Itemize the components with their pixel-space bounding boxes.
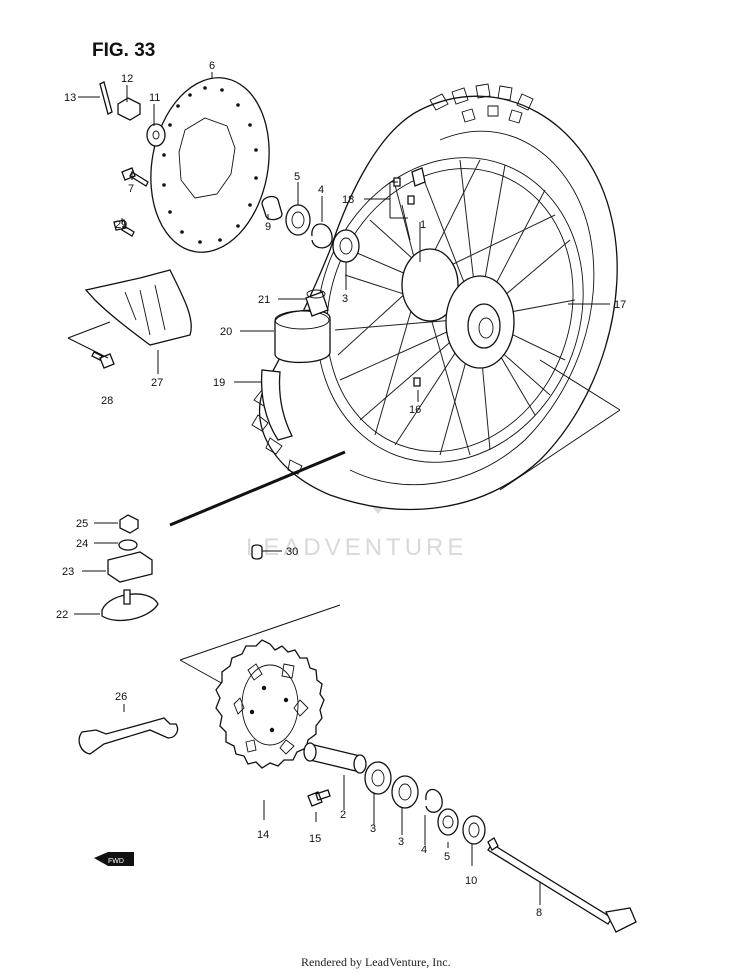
fwd-direction-badge: FWD: [94, 852, 134, 866]
rear-wheel-assembly: [251, 83, 618, 511]
bolt-7: [121, 167, 149, 187]
callout-5a: 5: [294, 171, 300, 183]
castle-nut-12: [117, 97, 141, 121]
leader-lines: [67, 72, 621, 905]
disc-holes: [162, 86, 258, 244]
callout-28: 28: [101, 395, 113, 407]
callout-18: 18: [342, 194, 354, 206]
bolt-28: [91, 351, 115, 369]
callout-12: 12: [121, 73, 133, 85]
callout-15: 15: [309, 833, 321, 845]
axle-8: [487, 837, 637, 933]
callout-16: 16: [409, 404, 421, 416]
footer-credit: Rendered by LeadVenture, Inc.: [301, 955, 451, 969]
block-23: [107, 551, 153, 583]
hub-center: [467, 303, 501, 349]
callout-7: 7: [128, 183, 134, 195]
tire-tread: [251, 83, 534, 475]
brake-disc: [150, 77, 270, 253]
axle-pointer: [169, 450, 346, 527]
callout-1: 1: [420, 219, 426, 231]
inner-tube: [274, 309, 331, 364]
callout-labels: 13 12 11 6 7 29 9 5 4 3 18 1 17 21 20 19…: [56, 60, 626, 919]
tube-valve-cap: [306, 289, 326, 299]
disc-hardware: [99, 81, 166, 237]
nut-25: [119, 514, 139, 534]
watermark-text: LEADVENTURE: [246, 534, 467, 561]
callout-6: 6: [209, 60, 215, 72]
oil-seal-5b: [437, 808, 459, 836]
callout-24: 24: [76, 538, 88, 550]
callout-27: 27: [151, 377, 163, 389]
bolt-29: [113, 219, 135, 237]
callout-25: 25: [76, 518, 88, 530]
callout-14: 14: [257, 829, 269, 841]
bearing-3-top: [332, 229, 360, 263]
washer-24: [118, 539, 138, 551]
wrench-26: [78, 717, 179, 755]
hub-bore: [478, 317, 494, 339]
figure-title: FIG. 33: [92, 40, 155, 61]
callout-20: 20: [220, 326, 232, 338]
tube-and-rimband: [260, 289, 331, 441]
callout-4b: 4: [421, 844, 427, 856]
callout-21: 21: [258, 294, 270, 306]
callout-3a: 3: [342, 293, 348, 305]
bearing-3a: [364, 761, 392, 795]
sprocket-bolt-15: [307, 789, 331, 807]
stud-22: [123, 589, 131, 605]
spoke-nipples: [393, 177, 421, 387]
tube-valve: [305, 291, 329, 317]
spacer-9: [261, 195, 283, 221]
bearing-3b: [391, 775, 419, 809]
callout-29: 29: [115, 219, 127, 231]
part-30: [251, 544, 263, 560]
circlip-4b: [425, 788, 443, 813]
hub-body: [401, 248, 459, 322]
callout-10: 10: [465, 875, 477, 887]
callout-5b: 5: [444, 851, 450, 863]
callout-11: 11: [149, 92, 160, 104]
right-bearing-stack: [364, 761, 486, 845]
callout-8: 8: [536, 907, 542, 919]
collar-10: [462, 815, 486, 845]
valve-stem: [411, 167, 426, 187]
rear-sprocket: [215, 639, 325, 769]
callout-3b: 3: [370, 823, 376, 835]
cotter-pin-13: [99, 81, 113, 115]
callout-13: 13: [64, 92, 76, 104]
fwd-label: FWD: [108, 858, 124, 865]
rim-inner: [326, 168, 574, 452]
callout-30: 30: [286, 546, 298, 558]
oil-seal-5: [285, 204, 311, 236]
callout-2: 2: [340, 809, 346, 821]
inner-tube-top: [274, 310, 330, 330]
callout-22: 22: [56, 609, 68, 621]
sprocket-bolt-holes: [261, 685, 267, 691]
sprocket-lightening-holes: [233, 663, 309, 755]
washer-11: [146, 123, 166, 147]
callout-9: 9: [265, 221, 271, 233]
callout-23: 23: [62, 566, 74, 578]
rubber-22: [101, 593, 159, 622]
rim-band: [260, 369, 293, 441]
callout-4a: 4: [318, 184, 324, 196]
circlip-4: [311, 223, 333, 249]
rim-outer: [316, 157, 584, 463]
chain-adjuster-parts: [101, 514, 159, 622]
callout-26: 26: [115, 691, 127, 703]
callout-3c: 3: [398, 836, 404, 848]
spacer-sleeve-2: [303, 742, 367, 774]
callout-17: 17: [614, 299, 626, 311]
callout-19: 19: [213, 377, 225, 389]
disc-cover: [84, 269, 192, 369]
fwd-arrow-icon: [94, 852, 134, 866]
tire-inner-line: [349, 130, 595, 486]
left-bearing-stack: [261, 195, 360, 263]
